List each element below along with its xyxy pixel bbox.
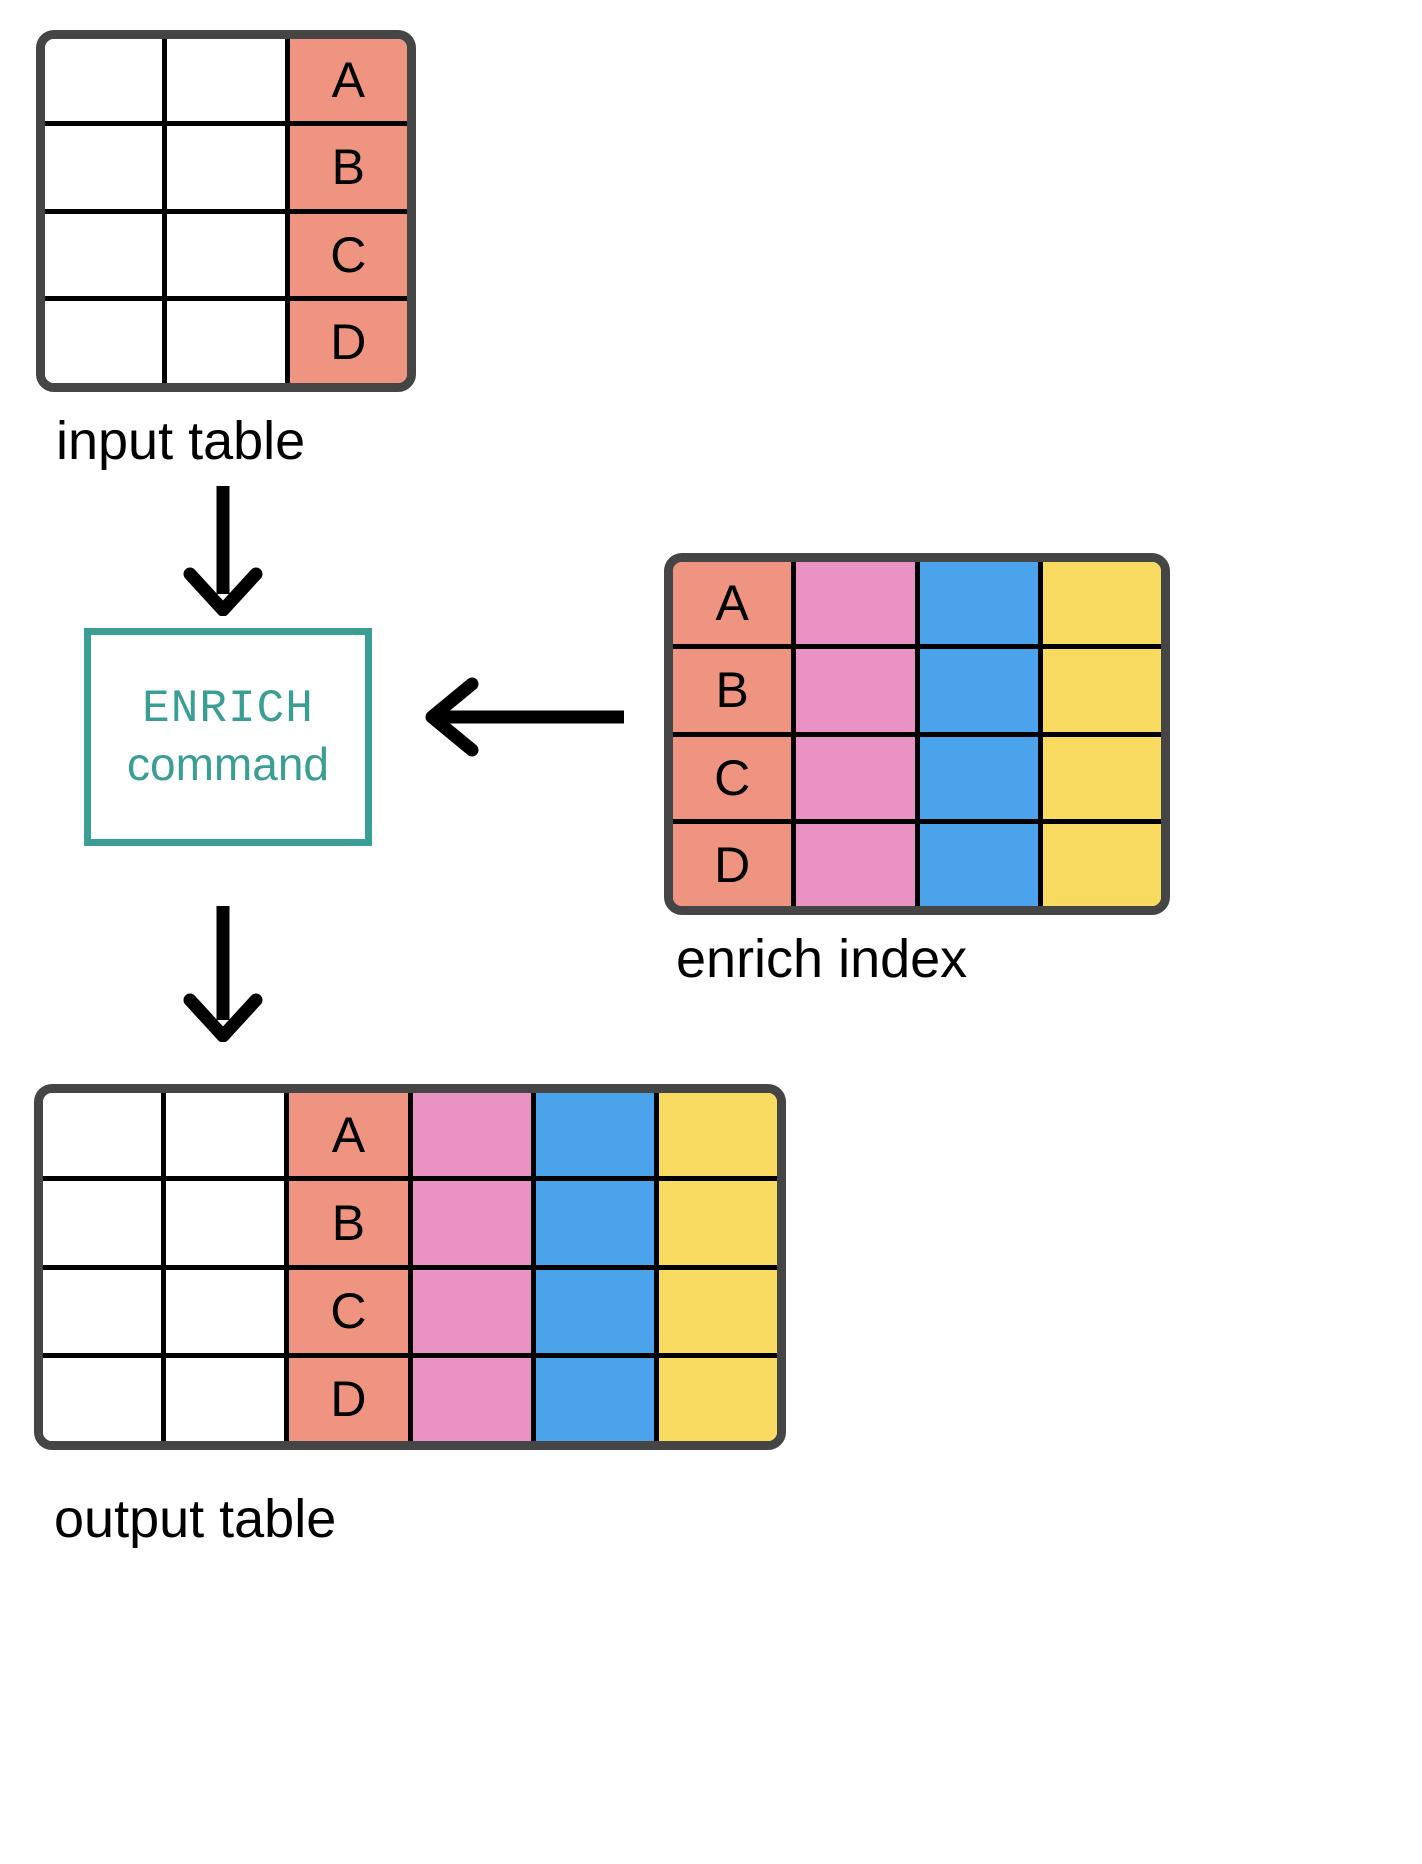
output-cell-r3c2: D <box>289 1357 413 1441</box>
output-cell-r1c3 <box>412 1181 536 1265</box>
table-row: C <box>673 736 1161 824</box>
output-cell-r2c4 <box>535 1269 659 1353</box>
output-cell-r0c1 <box>166 1093 290 1177</box>
index-cell-r3c0: D <box>673 823 797 906</box>
output-cell-r0c2: A <box>289 1093 413 1177</box>
index-cell-r2c1 <box>796 736 920 819</box>
enrich-command-box[interactable]: ENRICH command <box>84 628 372 846</box>
arrow-down-icon <box>183 486 263 616</box>
index-cell-r3c1 <box>796 823 920 906</box>
index-cell-r2c3 <box>1042 736 1161 819</box>
input-cell-r2c1 <box>167 213 290 296</box>
output-cell-r3c3 <box>412 1357 536 1441</box>
table-row: A <box>673 562 1161 650</box>
output-cell-r2c3 <box>412 1269 536 1353</box>
input-cell-r2c0 <box>45 213 168 296</box>
table-row: B <box>43 1181 777 1270</box>
output-cell-r3c0 <box>43 1357 167 1441</box>
input-cell-r0c2: A <box>289 39 407 122</box>
table-row: C <box>43 1269 777 1358</box>
index-cell-r0c0: A <box>673 562 797 645</box>
arrow-left-icon <box>425 677 624 757</box>
table-row: A <box>45 39 407 127</box>
output-cell-r1c1 <box>166 1181 290 1265</box>
table-row: D <box>43 1357 777 1441</box>
table-row: D <box>45 300 407 383</box>
enrich-command-keyword: ENRICH <box>142 683 314 736</box>
index-cell-r0c1 <box>796 562 920 645</box>
output-cell-r0c5 <box>658 1093 777 1177</box>
output-cell-r1c0 <box>43 1181 167 1265</box>
output-cell-r2c0 <box>43 1269 167 1353</box>
table-row: B <box>45 126 407 214</box>
input-cell-r1c0 <box>45 126 168 209</box>
index-cell-r0c2 <box>919 562 1043 645</box>
output-table-caption: output table <box>54 1489 337 1549</box>
output-cell-r0c4 <box>535 1093 659 1177</box>
index-cell-r1c3 <box>1042 649 1161 732</box>
index-cell-r1c0: B <box>673 649 797 732</box>
output-cell-r0c3 <box>412 1093 536 1177</box>
index-cell-r3c3 <box>1042 823 1161 906</box>
table-row: A <box>43 1093 777 1182</box>
input-table: A B C D <box>36 30 416 392</box>
output-cell-r2c2: C <box>289 1269 413 1353</box>
index-cell-r1c2 <box>919 649 1043 732</box>
output-cell-r3c4 <box>535 1357 659 1441</box>
enrich-index-caption: enrich index <box>676 929 968 989</box>
index-cell-r1c1 <box>796 649 920 732</box>
index-cell-r2c2 <box>919 736 1043 819</box>
output-cell-r2c1 <box>166 1269 290 1353</box>
output-cell-r3c1 <box>166 1357 290 1441</box>
table-row: B <box>673 649 1161 737</box>
output-cell-r1c5 <box>658 1181 777 1265</box>
input-cell-r0c0 <box>45 39 168 122</box>
output-cell-r0c0 <box>43 1093 167 1177</box>
input-cell-r1c1 <box>167 126 290 209</box>
input-cell-r3c0 <box>45 300 168 383</box>
output-cell-r1c2: B <box>289 1181 413 1265</box>
output-cell-r3c5 <box>658 1357 777 1441</box>
table-row: D <box>673 823 1161 906</box>
enrich-command-label: command <box>127 738 329 790</box>
index-cell-r2c0: C <box>673 736 797 819</box>
output-cell-r2c5 <box>658 1269 777 1353</box>
arrow-down-icon <box>183 906 263 1042</box>
input-table-caption: input table <box>56 411 306 471</box>
table-row: C <box>45 213 407 301</box>
output-table: A B C D <box>34 1084 786 1450</box>
output-cell-r1c4 <box>535 1181 659 1265</box>
input-cell-r2c2: C <box>289 213 407 296</box>
index-cell-r3c2 <box>919 823 1043 906</box>
enrich-index-table: A B C D <box>664 553 1170 915</box>
input-cell-r3c1 <box>167 300 290 383</box>
index-cell-r0c3 <box>1042 562 1161 645</box>
input-cell-r0c1 <box>167 39 290 122</box>
input-cell-r3c2: D <box>289 300 407 383</box>
input-cell-r1c2: B <box>289 126 407 209</box>
